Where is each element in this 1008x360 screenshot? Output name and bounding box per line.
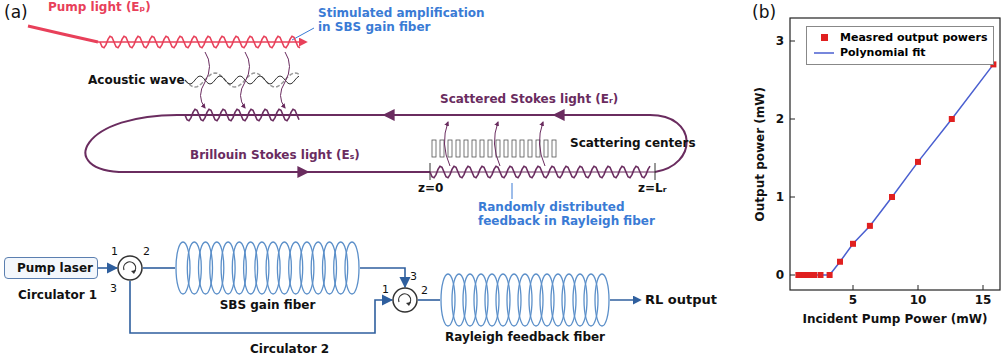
data-point [818, 272, 824, 278]
legend-row: Measred output powers [813, 30, 987, 45]
laser-box: Pump laser [4, 257, 98, 279]
fiber-connector [98, 267, 117, 269]
wave [185, 76, 299, 84]
tick-label: 5 [849, 293, 857, 307]
circulator-symbol: Circulator 1 [117, 255, 143, 281]
component-label: Circulator 1 [18, 288, 97, 302]
data-point [806, 272, 812, 278]
tick-label: 2 [776, 112, 784, 126]
legend-text: Polynomial fit [840, 45, 926, 60]
component-label: Rayleigh feedback fiber [445, 330, 605, 344]
port-number: 2 [143, 245, 150, 258]
axis-title: Output power (mW) [753, 87, 767, 221]
legend-sample [813, 32, 835, 44]
panel-label: (a) [4, 2, 28, 22]
legend: Measred output powersPolynomial fit [806, 26, 994, 65]
data-point [850, 241, 856, 247]
data-point [867, 223, 873, 229]
signal-name: Scattered Stokes light (Eᵣ) [440, 92, 618, 106]
port-number: 3 [110, 282, 117, 295]
circulator-symbol: Circulator 2 [392, 287, 418, 313]
fit-curve [798, 64, 993, 275]
wave [100, 36, 300, 48]
port-number: 1 [111, 245, 118, 258]
wave [430, 166, 650, 178]
panel-label: (b) [752, 2, 776, 22]
port-number: 2 [421, 284, 428, 297]
chart-frame [790, 18, 1000, 290]
fiber-coil: SBS gain fiber [175, 240, 360, 296]
pump-light [28, 26, 306, 42]
position-label: z=0 [418, 181, 443, 195]
fiber-connector [130, 281, 392, 333]
tick-label: 10 [910, 293, 927, 307]
tick-label: 15 [975, 293, 992, 307]
fiber-connector [143, 267, 175, 269]
wave [185, 109, 299, 121]
annotation: Scattering centers [570, 136, 696, 150]
position-label: z=Lᵣ [638, 181, 666, 195]
legend-sample [813, 47, 835, 59]
signal-name: Acoustic wave [88, 73, 185, 87]
legend-row: Polynomial fit [813, 45, 987, 60]
tick-label: 0 [776, 268, 784, 282]
legend-text: Measred output powers [840, 30, 987, 45]
data-point [889, 194, 895, 200]
annotation: Stimulated amplification in SBS gain fib… [318, 6, 498, 35]
port-number: 1 [382, 283, 389, 296]
data-point [811, 272, 817, 278]
leader-line [512, 183, 513, 199]
tick-label: 1 [776, 190, 784, 204]
output-line [610, 299, 640, 301]
signal-name: Brillouin Stokes light (Eₛ) [190, 148, 360, 162]
port-number: 3 [410, 270, 417, 283]
fiber-connector [418, 299, 440, 301]
data-point [827, 272, 833, 278]
axis-title: Incident Pump Power (mW) [802, 312, 987, 326]
component-label: SBS gain fiber [220, 298, 316, 312]
tick-label: 3 [776, 34, 784, 48]
data-point [837, 259, 843, 265]
fiber-coil: Rayleigh feedback fiber [440, 272, 610, 328]
annotation: Randomly distributed feedback in Rayleig… [478, 200, 688, 229]
leader-line [292, 28, 314, 40]
box-label: Pump laser [13, 261, 97, 275]
wave [185, 73, 299, 87]
component-label: Circulator 2 [250, 342, 329, 356]
signal-name: Pump light (Eₚ) [48, 0, 151, 14]
data-point [915, 159, 921, 165]
data-point [949, 116, 955, 122]
output-label: RL output [645, 292, 717, 308]
